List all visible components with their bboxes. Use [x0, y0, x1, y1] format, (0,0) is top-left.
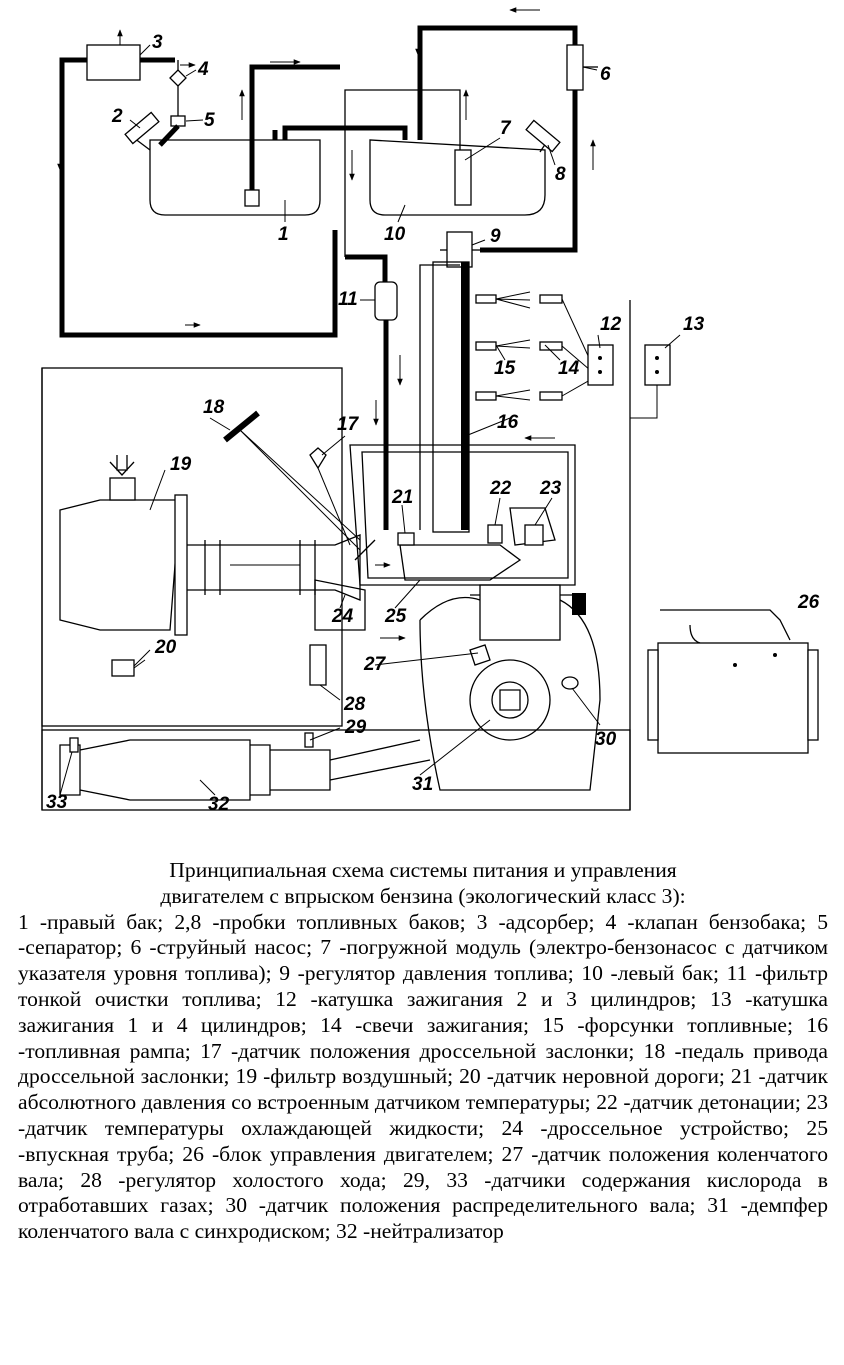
map-sensor	[397, 532, 415, 546]
label-15: 15	[494, 358, 516, 379]
label-26: 26	[797, 592, 820, 613]
label-8: 8	[555, 164, 566, 185]
idle-regulator	[309, 644, 327, 686]
label-22: 22	[489, 478, 512, 499]
left-tank	[369, 139, 546, 216]
fuel-system-schematic: 1 2 3 4 5 6 7 8 9 10 11 12 13 14 15 16 1…	[41, 7, 820, 815]
label-29: 29	[344, 717, 367, 738]
label-9: 9	[490, 226, 501, 247]
pressure-regulator	[345, 231, 480, 282]
label-32: 32	[208, 794, 230, 815]
fine-filter	[373, 281, 403, 530]
label-28: 28	[343, 694, 366, 715]
label-11: 11	[338, 289, 358, 310]
frame-lines	[41, 300, 631, 811]
knock-sensor	[487, 524, 503, 544]
tank-valve	[169, 60, 187, 116]
label-30: 30	[595, 729, 617, 750]
label-17: 17	[337, 414, 360, 435]
spark-plugs	[539, 294, 591, 401]
caption-title: Принципиальная схема системы питания и у…	[18, 858, 828, 910]
label-16: 16	[497, 412, 519, 433]
adsorber	[86, 29, 196, 81]
part-number-labels: 1 2 3 4 5 6 7 8 9 10 11 12 13 14 15 16 1…	[46, 32, 820, 815]
label-4: 4	[197, 59, 209, 80]
fuel-rail	[419, 261, 555, 533]
filler-cap-2-icon	[124, 111, 160, 151]
tank-lines	[239, 7, 598, 257]
throttle-position-sensor	[309, 447, 351, 546]
label-6: 6	[600, 64, 611, 85]
filler-cap-8-icon	[525, 119, 561, 153]
ignition-coil-13	[630, 344, 671, 419]
intake-manifold	[349, 444, 576, 586]
caption-legend: 1 -правый бак; 2,8 -пробки топливных бак…	[18, 909, 828, 1244]
leader-lines	[59, 44, 681, 796]
label-3: 3	[152, 32, 163, 53]
ecu	[647, 609, 819, 754]
label-1: 1	[278, 224, 289, 245]
label-21: 21	[391, 487, 413, 508]
label-33: 33	[46, 792, 68, 813]
label-7: 7	[500, 118, 512, 139]
vapor-line	[59, 57, 338, 338]
ignition-coil-12	[587, 344, 614, 386]
label-19: 19	[170, 454, 192, 475]
label-31: 31	[412, 774, 433, 795]
intake-hose	[187, 534, 361, 601]
label-24: 24	[331, 606, 354, 627]
label-25: 25	[384, 606, 407, 627]
label-10: 10	[384, 224, 406, 245]
label-20: 20	[154, 637, 177, 658]
label-12: 12	[600, 314, 622, 335]
label-14: 14	[558, 358, 580, 379]
catalyst	[59, 732, 431, 801]
label-27: 27	[363, 654, 387, 675]
caption: Принципиальная схема системы питания и у…	[18, 858, 828, 1245]
label-18: 18	[203, 397, 225, 418]
rough-road-sensor	[111, 659, 146, 677]
caption-title-line2: двигателем с впрыском бензина (экологиче…	[160, 883, 686, 908]
label-13: 13	[683, 314, 705, 335]
label-23: 23	[539, 478, 562, 499]
separator	[158, 115, 186, 147]
label-5: 5	[204, 110, 215, 131]
coolant-temp-sensor	[509, 507, 556, 546]
air-filter	[59, 455, 188, 636]
right-tank	[149, 139, 321, 216]
engine-block	[419, 584, 601, 791]
label-2: 2	[111, 106, 123, 127]
caption-title-line1: Принципиальная схема системы питания и у…	[169, 858, 677, 882]
injectors	[475, 291, 531, 401]
